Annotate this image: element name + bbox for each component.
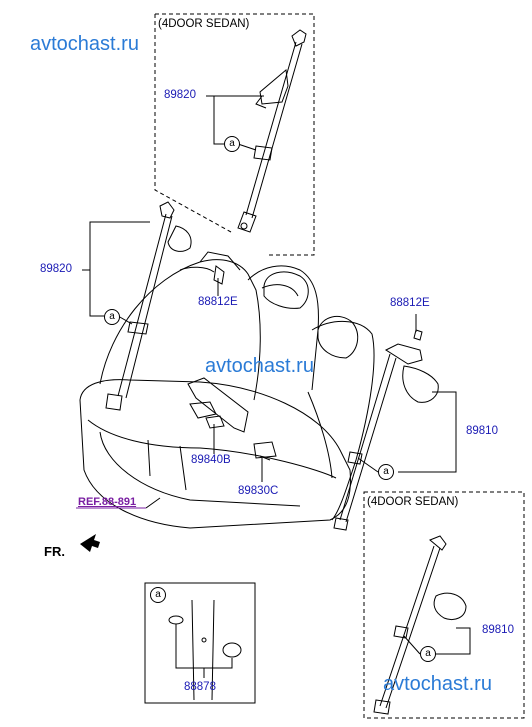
cap-detail-drawing [168, 599, 242, 701]
part-label-89840b[interactable]: 89840B [191, 454, 231, 466]
callout-a-top: a [224, 136, 240, 152]
part-label-89820[interactable]: 89820 [40, 263, 72, 275]
sedan-top-box-left [154, 14, 232, 233]
front-arrow-icon [80, 534, 100, 552]
belt-89820-drawing [105, 201, 225, 411]
part-label-88878[interactable]: 88878 [184, 681, 216, 693]
callout-a-right: a [378, 464, 394, 480]
watermark-bottom: avtochast.ru [383, 673, 492, 695]
part-label-88812e-center[interactable]: 88812E [198, 296, 238, 308]
belt-89820-sedan-drawing [237, 29, 307, 233]
rear-seat-drawing [79, 251, 375, 529]
front-marker: FR. [44, 544, 65, 559]
reference-link[interactable]: REF.88-891 [78, 496, 137, 508]
part-label-88812e-right[interactable]: 88812E [390, 297, 430, 309]
callout-a-bottom: a [420, 646, 436, 662]
detail-box [144, 582, 256, 704]
belt-89810-sedan-drawing [373, 535, 467, 715]
sedan-top-box [155, 13, 315, 256]
part-label-89820-sedan[interactable]: 89820 [164, 89, 196, 101]
part-label-89810[interactable]: 89810 [466, 425, 498, 437]
part-label-89830c[interactable]: 89830C [238, 485, 279, 497]
callout-a-left: a [104, 309, 120, 325]
belt-89810-drawing [333, 329, 439, 531]
sedan-top-title: (4DOOR SEDAN) [158, 18, 250, 30]
sedan-bottom-title: (4DOOR SEDAN) [367, 496, 459, 508]
watermark-top: avtochast.ru [30, 33, 139, 55]
sedan-bottom-box [363, 491, 525, 719]
part-label-89810-sedan[interactable]: 89810 [482, 624, 514, 636]
detail-callout-a: a [150, 587, 166, 603]
watermark-middle: avtochast.ru [205, 355, 314, 377]
